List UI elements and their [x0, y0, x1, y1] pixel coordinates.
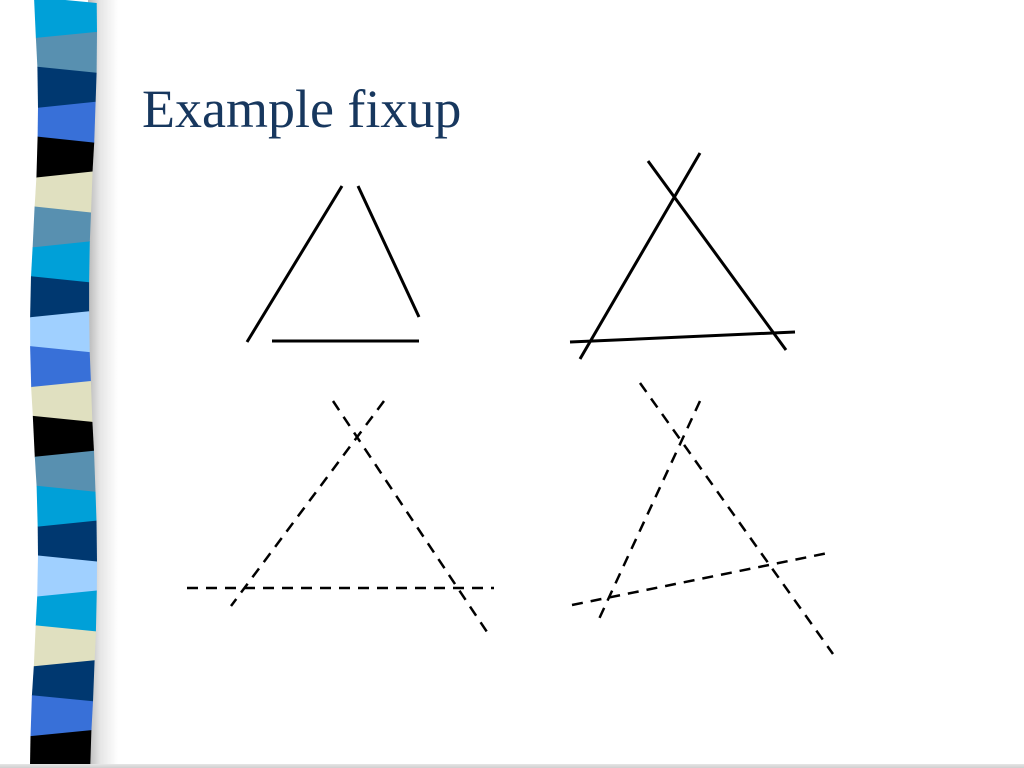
- side-bar-stripe: [30, 276, 90, 318]
- dashed-line-segment: [571, 551, 829, 607]
- side-bar-stripe: [30, 695, 93, 737]
- side-bar-stripe: [33, 625, 96, 667]
- dashed-line-segment: [331, 400, 489, 633]
- solid-line-segment: [245, 185, 344, 343]
- side-bar-stripe: [36, 136, 95, 179]
- side-bar-stripe: [32, 415, 94, 458]
- side-bar-stripe: [30, 311, 90, 353]
- dashed-line-segment: [229, 400, 386, 607]
- side-bar-stripe: [34, 171, 93, 214]
- side-bar-stripe: [31, 660, 95, 702]
- side-bar-stripe: [37, 101, 96, 144]
- solid-line-segment: [646, 160, 788, 351]
- dashed-line-segment: [597, 400, 702, 620]
- side-bar-stripe: [30, 346, 91, 388]
- side-bar-stripe: [32, 206, 91, 248]
- bottom-border: [0, 764, 1024, 768]
- side-bar-stripe: [35, 31, 97, 74]
- side-bar-stripe: [37, 555, 97, 598]
- side-bar-stripe: [37, 66, 97, 109]
- side-bar-stripe: [37, 520, 97, 563]
- side-bar-stripe: [31, 381, 93, 423]
- decorative-side-bar: [30, 0, 97, 768]
- side-bar-stripe: [30, 730, 92, 768]
- solid-line-segment: [356, 185, 421, 318]
- solid-line-segment: [578, 152, 702, 360]
- slide-title: Example fixup: [142, 79, 462, 139]
- side-bar-stripe: [34, 450, 96, 493]
- solid-line-segment: [569, 330, 796, 344]
- side-bar-stripe: [35, 590, 97, 632]
- gapped-triangle: [245, 185, 421, 343]
- dashed-triangle-right: [571, 382, 835, 655]
- dashed-line-segment: [638, 382, 835, 655]
- dashed-triangle-left: [187, 400, 494, 633]
- side-bar-stripe: [34, 0, 97, 39]
- crossed-triangle: [569, 152, 796, 360]
- side-bar-stripe: [36, 485, 97, 528]
- side-bar-stripe: [31, 241, 90, 283]
